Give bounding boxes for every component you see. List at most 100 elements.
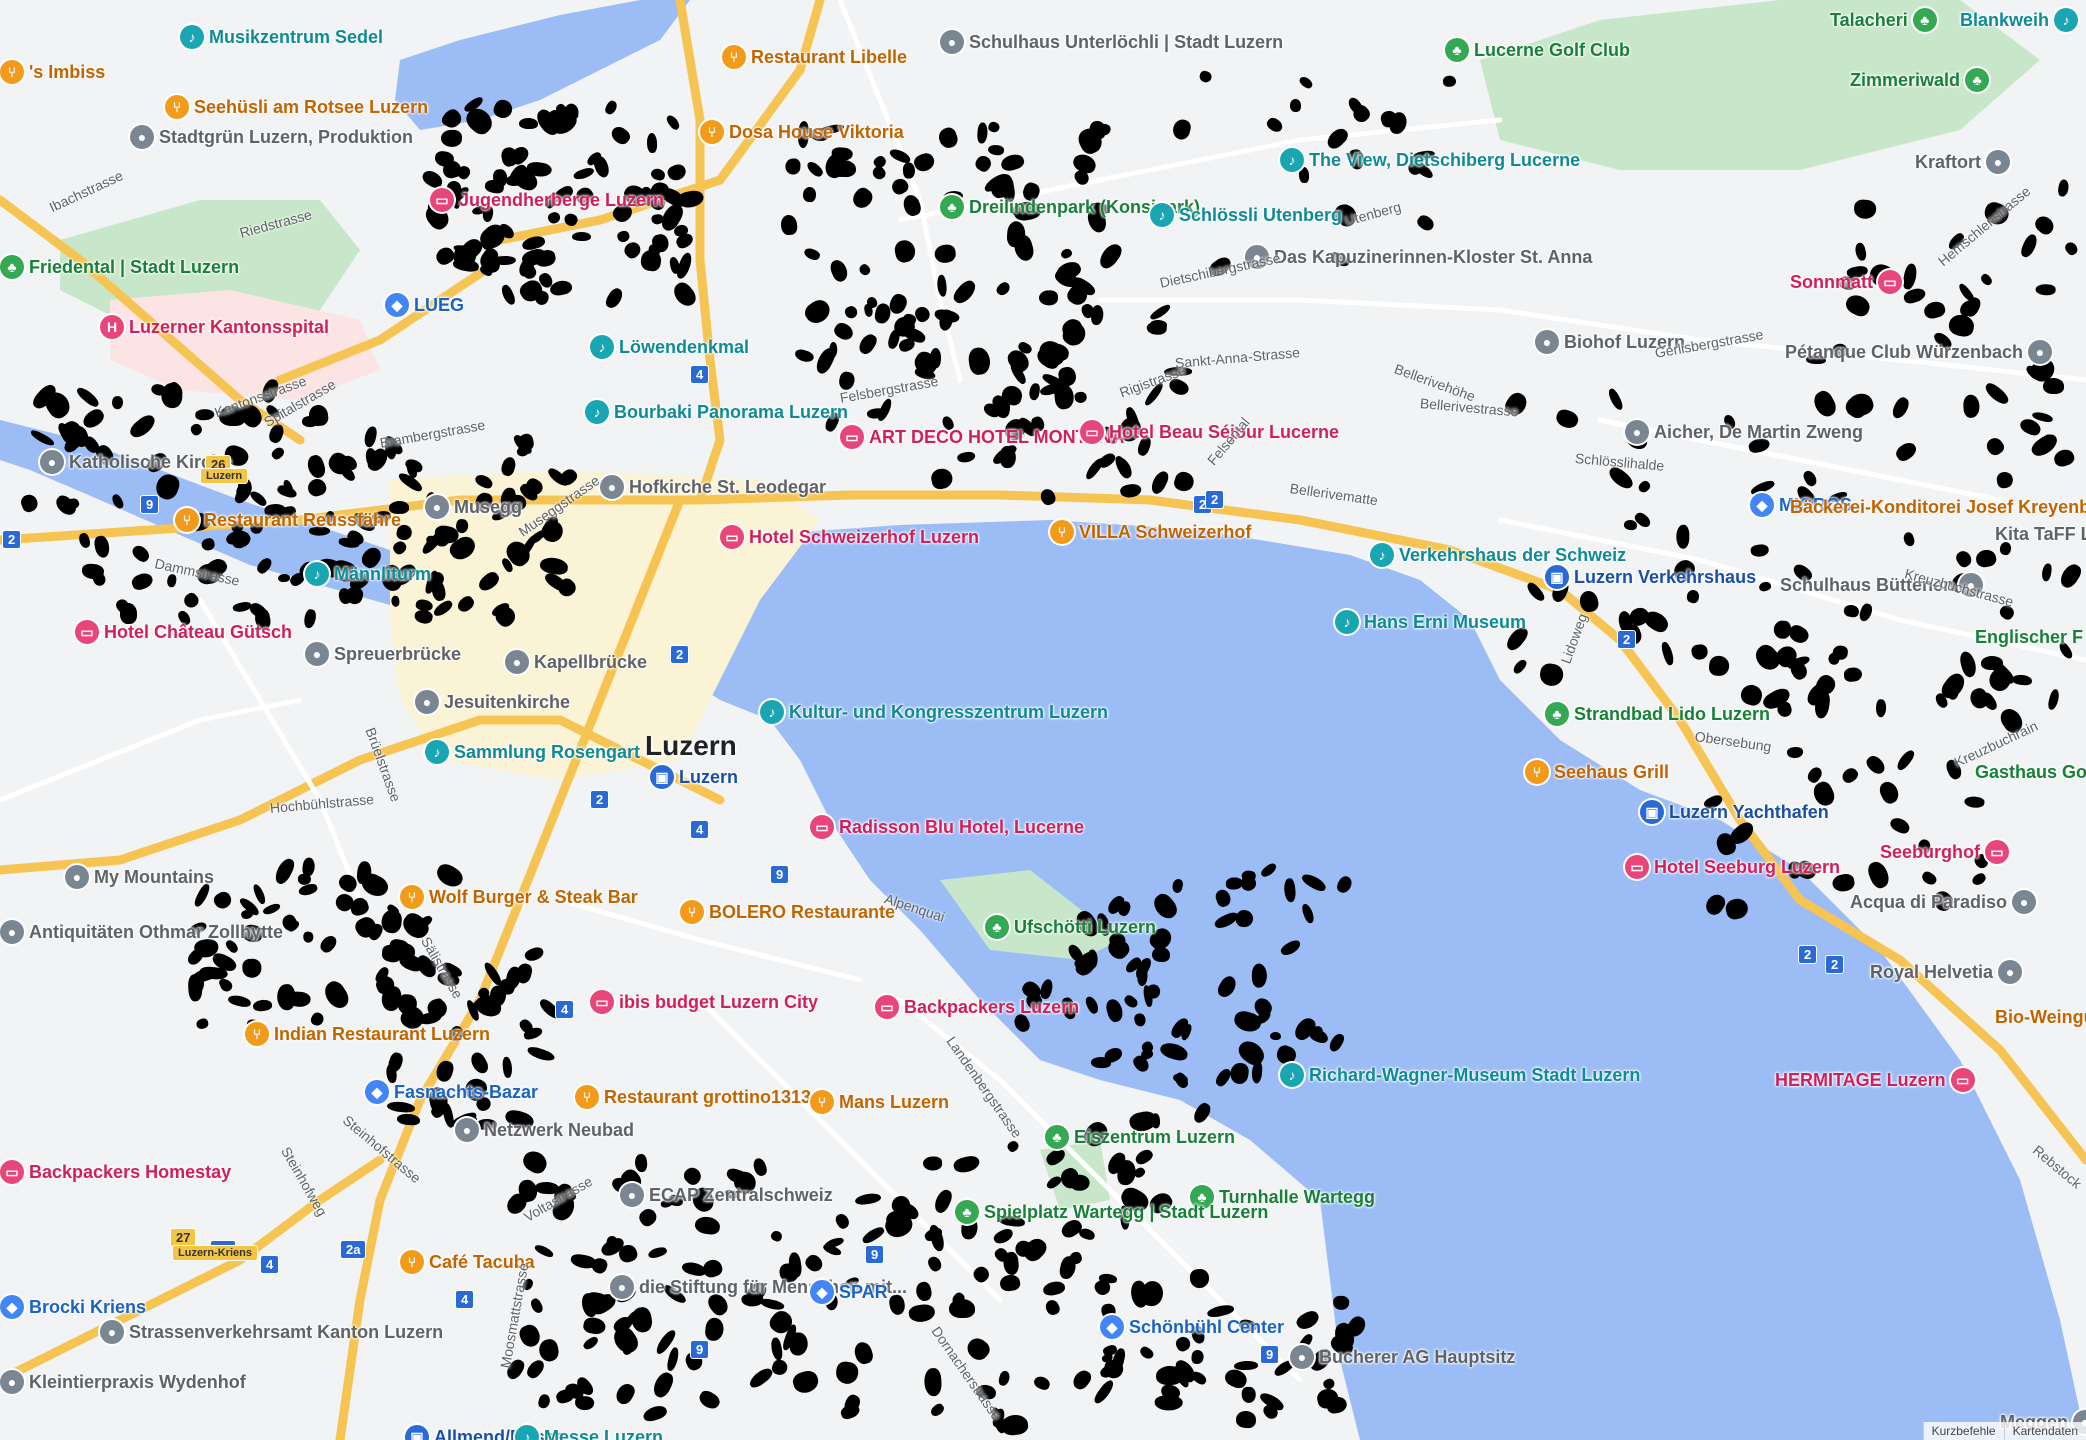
poi-marker[interactable]: ⑂Restaurant Reussfähre	[175, 508, 401, 532]
poi-marker[interactable]: ♪Hans Erni Museum	[1335, 610, 1526, 634]
poi-marker[interactable]: ●Schulhaus Unterlöchli | Stadt Luzern	[940, 30, 1283, 54]
poi-marker[interactable]: ▭Sonnmatt	[1790, 270, 1902, 294]
poi-marker[interactable]: ▭HERMITAGE Luzern	[1775, 1068, 1975, 1092]
poi-marker[interactable]: ▭Seeburghof	[1880, 840, 2010, 864]
poi-marker[interactable]: ⑂Bäckerei-Konditorei Josef Kreyenbühl	[1790, 495, 2086, 519]
poi-marker[interactable]: ♪Schlössli Utenberg	[1150, 203, 1342, 227]
poi-marker[interactable]: ◆SPAR	[810, 1280, 888, 1304]
poi-marker[interactable]: ⑂Café Tacuba	[400, 1250, 535, 1274]
poi-marker[interactable]: ●Jesuitenkirche	[415, 690, 570, 714]
poi-label: Schlössli Utenberg	[1179, 205, 1343, 225]
poi-marker[interactable]: ◆Brocki Kriens	[0, 1295, 146, 1319]
poi-marker[interactable]: ♪Musikzentrum Sedel	[180, 25, 383, 49]
poi-label: Zimmeriwald	[1850, 70, 1961, 90]
poi-marker[interactable]: ●Schulhaus Büttenen	[1780, 573, 1984, 597]
poi-marker[interactable]: ⑂VILLA Schweizerhof	[1050, 520, 1251, 544]
poi-marker[interactable]: ●ECAP Zentralschweiz	[620, 1183, 833, 1207]
poi-label: die Stiftung für Menschen mit...	[639, 1277, 908, 1297]
poi-marker[interactable]: ●Musegg	[425, 495, 522, 519]
poi-marker[interactable]: ♣Ufschötti Luzern	[985, 915, 1156, 939]
animal-silhouette	[1290, 99, 1301, 113]
poi-marker[interactable]: ●Aicher, De Martin Zweng	[1625, 420, 1863, 444]
poi-marker[interactable]: ●Das Kapuzinerinnen-Kloster St. Anna	[1245, 245, 1592, 269]
poi-marker[interactable]: ♪Verkehrshaus der Schweiz	[1370, 543, 1626, 567]
map-data-link[interactable]: Kartendaten	[2003, 1422, 2086, 1440]
road-shield: 2	[1825, 955, 1845, 974]
poi-marker[interactable]: ♣Lucerne Golf Club	[1445, 38, 1630, 62]
poi-marker[interactable]: ●Bucherer AG Hauptsitz	[1290, 1345, 1515, 1369]
poi-marker[interactable]: ♪Bourbaki Panorama Luzern	[585, 400, 848, 424]
poi-marker[interactable]: ⑂BOLERO Restaurante	[680, 900, 895, 924]
poi-marker[interactable]: ▭Hotel Beau Séjour Lucerne	[1080, 420, 1339, 444]
poi-marker[interactable]: ▭Backpackers Luzern	[875, 995, 1079, 1019]
poi-marker[interactable]: ♣Talacheri	[1830, 8, 1937, 32]
poi-marker[interactable]: ♪Männliturm	[305, 562, 431, 586]
poi-marker[interactable]: ⑂Bio-Weingu	[1995, 1005, 2086, 1029]
poi-marker[interactable]: ●My Mountains	[65, 865, 214, 889]
poi-marker[interactable]: ●Kleintierpraxis Wydenhof	[0, 1370, 246, 1394]
poi-marker[interactable]: ⑂Mans Luzern	[810, 1090, 949, 1114]
poi-marker[interactable]: ♪Messe Luzern	[515, 1425, 663, 1440]
poi-marker[interactable]: ⑂Indian Restaurant Luzern	[245, 1022, 490, 1046]
poi-marker[interactable]: ▭Radisson Blu Hotel, Lucerne	[810, 815, 1084, 839]
poi-marker[interactable]: ●Netzwerk Neubad	[455, 1118, 634, 1142]
poi-marker[interactable]: ●Acqua di Paradiso	[1850, 890, 2037, 914]
poi-marker[interactable]: ▣Luzern Yachthafen	[1640, 800, 1829, 824]
poi-marker[interactable]: ◆MIGROS	[1750, 493, 1852, 517]
poi-marker[interactable]: ⑂Seehaus Grill	[1525, 760, 1669, 784]
poi-marker[interactable]: ♣Turnhalle Wartegg	[1190, 1185, 1375, 1209]
poi-marker[interactable]: ♣Eiszentrum Luzern	[1045, 1125, 1235, 1149]
poi-marker[interactable]: ●Strassenverkehrsamt Kanton Luzern	[100, 1320, 443, 1344]
poi-marker[interactable]: ▣Luzern Verkehrshaus	[1545, 565, 1756, 589]
poi-marker[interactable]: ♣Friedental | Stadt Luzern	[0, 255, 239, 279]
poi-marker[interactable]: ⑂Restaurant Libelle	[722, 45, 907, 69]
poi-marker[interactable]: ▭Hotel Château Gütsch	[75, 620, 292, 644]
poi-marker[interactable]: ♪Kultur- und Kongresszentrum Luzern	[760, 700, 1108, 724]
poi-label: Hotel Seeburg Luzern	[1654, 857, 1841, 877]
poi-marker[interactable]: ▭Hotel Schweizerhof Luzern	[720, 525, 979, 549]
poi-marker[interactable]: ▭Backpackers Homestay	[0, 1160, 231, 1184]
shortcuts-link[interactable]: Kurzbefehle	[1922, 1422, 2004, 1440]
poi-marker[interactable]: ♪Blankweih	[1960, 8, 2079, 32]
poi-marker[interactable]: ●Spreuerbrücke	[305, 642, 461, 666]
oldtown-area	[390, 470, 820, 780]
poi-marker[interactable]: ▣Luzern	[650, 765, 738, 789]
poi-marker[interactable]: ♣Strandbad Lido Luzern	[1545, 702, 1770, 726]
poi-marker[interactable]: ⑂'s Imbiss	[0, 60, 105, 84]
poi-marker[interactable]: ⑂Restaurant grottino1313	[575, 1085, 811, 1109]
poi-marker[interactable]: ▭ibis budget Luzern City	[590, 990, 818, 1014]
poi-marker[interactable]: ♣Zimmeriwald	[1850, 68, 1990, 92]
poi-marker[interactable]: ●Antiquitäten Othmar Zollhytte	[0, 920, 283, 944]
poi-marker[interactable]: ●Katholische Kirche	[40, 450, 232, 474]
poi-marker[interactable]: ⑂Wolf Burger & Steak Bar	[400, 885, 638, 909]
poi-marker[interactable]: ⑂Seehüsli am Rotsee Luzern	[165, 95, 428, 119]
poi-marker[interactable]: ♣Dreilindenpark (Konsipark)	[940, 195, 1200, 219]
poi-marker[interactable]: ⑂Dosa House Viktoria	[700, 120, 904, 144]
poi-marker[interactable]: ●Kita TaFF L	[1995, 522, 2086, 546]
poi-marker[interactable]: ♣Gasthaus Golfplatz	[1975, 760, 2086, 784]
poi-marker[interactable]: ●Hofkirche St. Leodegar	[600, 475, 826, 499]
poi-marker[interactable]: ●Kraftort	[1915, 150, 2010, 174]
poi-marker[interactable]: ●die Stiftung für Menschen mit...	[610, 1275, 907, 1299]
poi-marker[interactable]: ▭Jugendherberge Luzern	[430, 188, 664, 212]
building-icon: ●	[100, 1320, 124, 1344]
poi-marker[interactable]: ♣Spielplatz Wartegg | Stadt Luzern	[955, 1200, 1268, 1224]
poi-marker[interactable]: ▭ART DECO HOTEL MONTANA	[840, 425, 1124, 449]
poi-marker[interactable]: ●Biohof Luzern	[1535, 330, 1685, 354]
poi-label: Bio-Weingu	[1995, 1007, 2086, 1027]
poi-marker[interactable]: ♪The View, Dietschiberg Lucerne	[1280, 148, 1580, 172]
poi-marker[interactable]: ●Pétanque Club Würzenbach	[1785, 340, 2053, 364]
poi-marker[interactable]: ♪Richard-Wagner-Museum Stadt Luzern	[1280, 1063, 1640, 1087]
poi-marker[interactable]: ▭Hotel Seeburg Luzern	[1625, 855, 1840, 879]
poi-marker[interactable]: ♪Löwendenkmal	[590, 335, 749, 359]
poi-marker[interactable]: ●Kapellbrücke	[505, 650, 647, 674]
poi-marker[interactable]: ♣Englischer F	[1975, 625, 2086, 649]
poi-marker[interactable]: ◆LUEG	[385, 293, 464, 317]
poi-marker[interactable]: ●Stadtgrün Luzern, Produktion	[130, 125, 413, 149]
poi-marker[interactable]: ♪Sammlung Rosengart	[425, 740, 640, 764]
poi-marker[interactable]: ●Royal Helvetia	[1870, 960, 2023, 984]
poi-marker[interactable]: ◆Schönbühl Center	[1100, 1315, 1284, 1339]
poi-marker[interactable]: ◆Fasnachts-Bazar	[365, 1080, 538, 1104]
